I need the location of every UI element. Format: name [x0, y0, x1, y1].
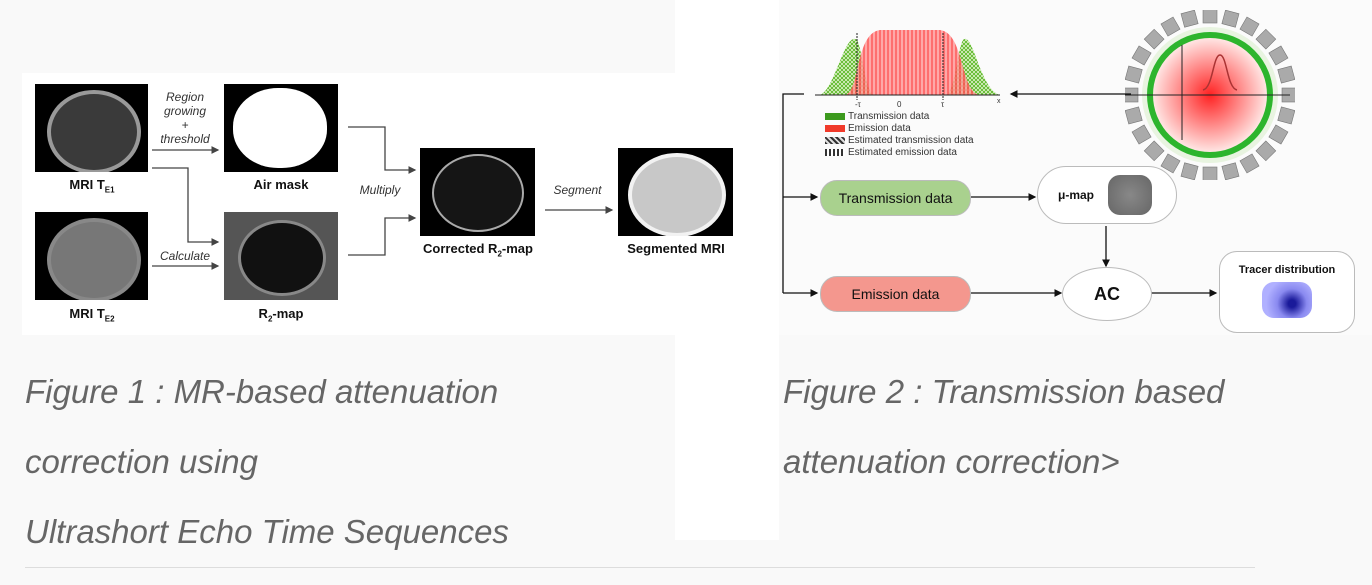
transmission-data-node: Transmission data — [820, 180, 971, 216]
detector-block — [1143, 140, 1165, 162]
legend-item: Estimated emission data — [825, 147, 957, 158]
detector-block — [1277, 65, 1295, 84]
legend-item: Emission data — [825, 123, 911, 134]
calculate-step-label: Calculate — [159, 249, 211, 263]
r2-map-image — [224, 212, 338, 300]
detector-block — [1202, 10, 1218, 24]
legend-item: Transmission data — [825, 111, 929, 122]
emission-curve — [845, 30, 980, 95]
air-mask-label: Air mask — [253, 177, 309, 192]
detector-block — [1268, 124, 1289, 145]
air-mask-image — [224, 84, 338, 172]
detector-block — [1221, 10, 1240, 28]
detector-block — [1255, 28, 1277, 50]
arrow — [152, 167, 220, 246]
detector-block — [1160, 16, 1181, 37]
tick-zero: 0 — [897, 100, 902, 109]
emission-data-node: Emission data — [820, 276, 971, 312]
tick-neg-tau: -τ — [855, 100, 862, 109]
figure2-arrows — [782, 90, 1218, 297]
mri-te1-label: MRI TE1 — [69, 177, 115, 195]
mu-map-image — [1108, 175, 1153, 215]
mri-te2-label: MRI TE2 — [69, 306, 115, 324]
figure1-arrows — [152, 126, 614, 270]
detector-block — [1221, 162, 1240, 180]
figure2-caption-line: Figure 2 : Transmission based — [783, 373, 1225, 410]
tick-tau: τ — [941, 100, 945, 109]
detector-block — [1131, 124, 1152, 145]
detector-block — [1202, 166, 1218, 180]
segment-step-label: Segment — [553, 183, 602, 197]
mu-map-label: μ-map — [1058, 188, 1095, 202]
segmented-mri-image — [618, 148, 733, 236]
detector-block — [1125, 106, 1143, 125]
detector-block — [1180, 10, 1199, 28]
mri-te2-image — [35, 212, 148, 300]
axis-label-x: x — [997, 98, 1001, 105]
figure1-caption-line: Ultrashort Echo Time Sequences — [25, 513, 509, 550]
detector-block — [1160, 153, 1181, 174]
legend-item: Estimated transmission data — [825, 135, 974, 146]
detector-block — [1239, 153, 1260, 174]
figure1-caption-line: correction using — [25, 443, 258, 480]
detector-ring-diagram: /* placeholder */ — [1125, 10, 1295, 180]
mri-te1-image — [35, 84, 148, 172]
mu-map-node: μ-map — [1037, 166, 1177, 224]
detector-block — [1268, 45, 1289, 66]
arrow — [348, 126, 417, 174]
tracer-distribution-node: Tracer distribution — [1219, 251, 1355, 333]
detector-block — [1143, 28, 1165, 50]
figure1-caption-line: Figure 1 : MR-based attenuation — [25, 373, 499, 410]
detector-block — [1255, 140, 1277, 162]
segmented-mri-label: Segmented MRI — [627, 241, 725, 256]
divider — [25, 567, 1255, 568]
transmission-emission-plot: -τ 0 τ x — [815, 30, 1001, 109]
multiply-step-label: Multiply — [359, 183, 401, 197]
arrow — [348, 214, 417, 256]
detector-block — [1125, 65, 1143, 84]
figure2-caption-line: attenuation correction> — [783, 443, 1120, 480]
detector-block — [1277, 106, 1295, 125]
detector-block — [1131, 45, 1152, 66]
ac-node: AC — [1062, 267, 1152, 321]
connector — [782, 93, 804, 293]
detector-block — [1180, 162, 1199, 180]
tracer-distribution-image — [1262, 282, 1312, 318]
corrected-r2-map-label: Corrected R2-map — [423, 241, 533, 259]
r2-map-label: R2-map — [258, 306, 304, 324]
detector-block — [1239, 16, 1260, 37]
tracer-distribution-label: Tracer distribution — [1238, 264, 1336, 276]
corrected-r2-map-image — [420, 148, 535, 236]
